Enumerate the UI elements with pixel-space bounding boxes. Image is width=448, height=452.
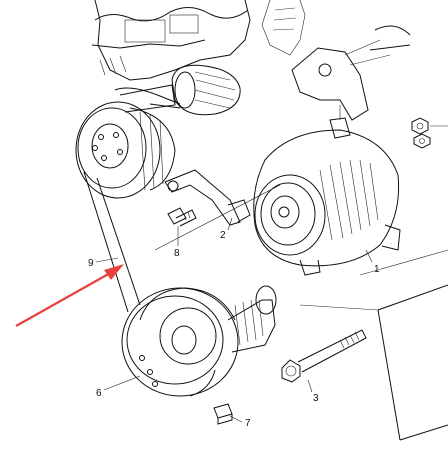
callout-2: 2 — [220, 230, 226, 241]
alternator-mount-bracket — [291, 25, 411, 121]
alternator — [253, 105, 401, 276]
callout-3: 3 — [313, 393, 319, 404]
bolt-8 — [167, 207, 197, 246]
v-belt — [83, 103, 181, 313]
callout-1: 1 — [374, 264, 380, 275]
water-pump-pulley — [75, 101, 176, 199]
long-bolt-3 — [281, 329, 367, 393]
engine-block — [91, 0, 306, 116]
callout-9: 9 — [88, 258, 94, 269]
woodruff-key — [213, 403, 233, 425]
callout-6: 6 — [96, 388, 102, 399]
engine-case — [299, 249, 448, 441]
crankshaft-pulley — [121, 285, 277, 397]
red-pointer-arrow — [15, 264, 124, 327]
nut-pair — [411, 117, 448, 149]
callout-7: 7 — [245, 418, 251, 429]
leader-lines — [95, 217, 373, 423]
callout-8: 8 — [174, 248, 180, 259]
